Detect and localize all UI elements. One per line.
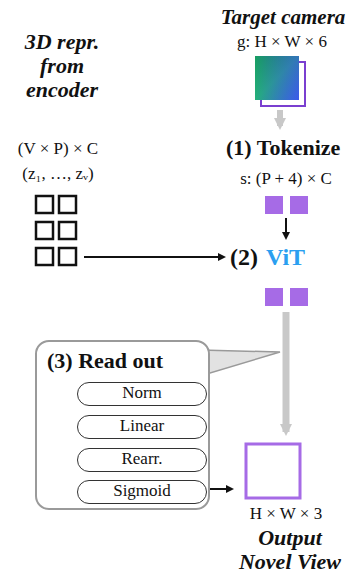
title-text: Target camera [214, 6, 352, 29]
readout-panel: (3) Read outNormLinearRearr. Sigmoid [35, 340, 210, 510]
process-box: Linear [77, 415, 207, 439]
dimension: H × W × 3 [250, 505, 322, 524]
camera-image-tint [255, 56, 299, 100]
gray-arrow [277, 110, 283, 126]
output-image [246, 444, 300, 498]
dimension: g: H × W × 6 [237, 33, 327, 52]
encoder-tokens [36, 196, 76, 265]
camera-tokens [265, 196, 308, 214]
dimension: s: (P + 4) × C [240, 170, 332, 189]
process-box: Sigmoid [77, 480, 207, 504]
process-box: Norm [77, 382, 207, 406]
title-text: 3D repr. from encoder [10, 30, 114, 103]
dimension: (V × P) × C [18, 140, 98, 159]
title-text: Output Novel View [232, 526, 348, 574]
box-text: Rearr. [78, 449, 206, 469]
box-text: Linear [78, 416, 206, 436]
process-box: Rearr. [77, 448, 207, 472]
panel-title: (3) Read out [47, 348, 163, 374]
model-name: ViT [266, 244, 305, 270]
gray-arrow [283, 312, 290, 432]
camera-image [255, 56, 299, 100]
step-label: (2) [230, 244, 258, 270]
token-list: (z₁, …, zᵥ) [22, 165, 93, 184]
box-text: Norm [78, 383, 206, 403]
step-label: (1) Tokenize [226, 136, 340, 160]
vit-tokens [265, 288, 308, 306]
arrow [84, 256, 224, 258]
arrow [285, 218, 287, 238]
callout-pointer [200, 350, 280, 376]
box-text: Sigmoid [78, 481, 206, 501]
